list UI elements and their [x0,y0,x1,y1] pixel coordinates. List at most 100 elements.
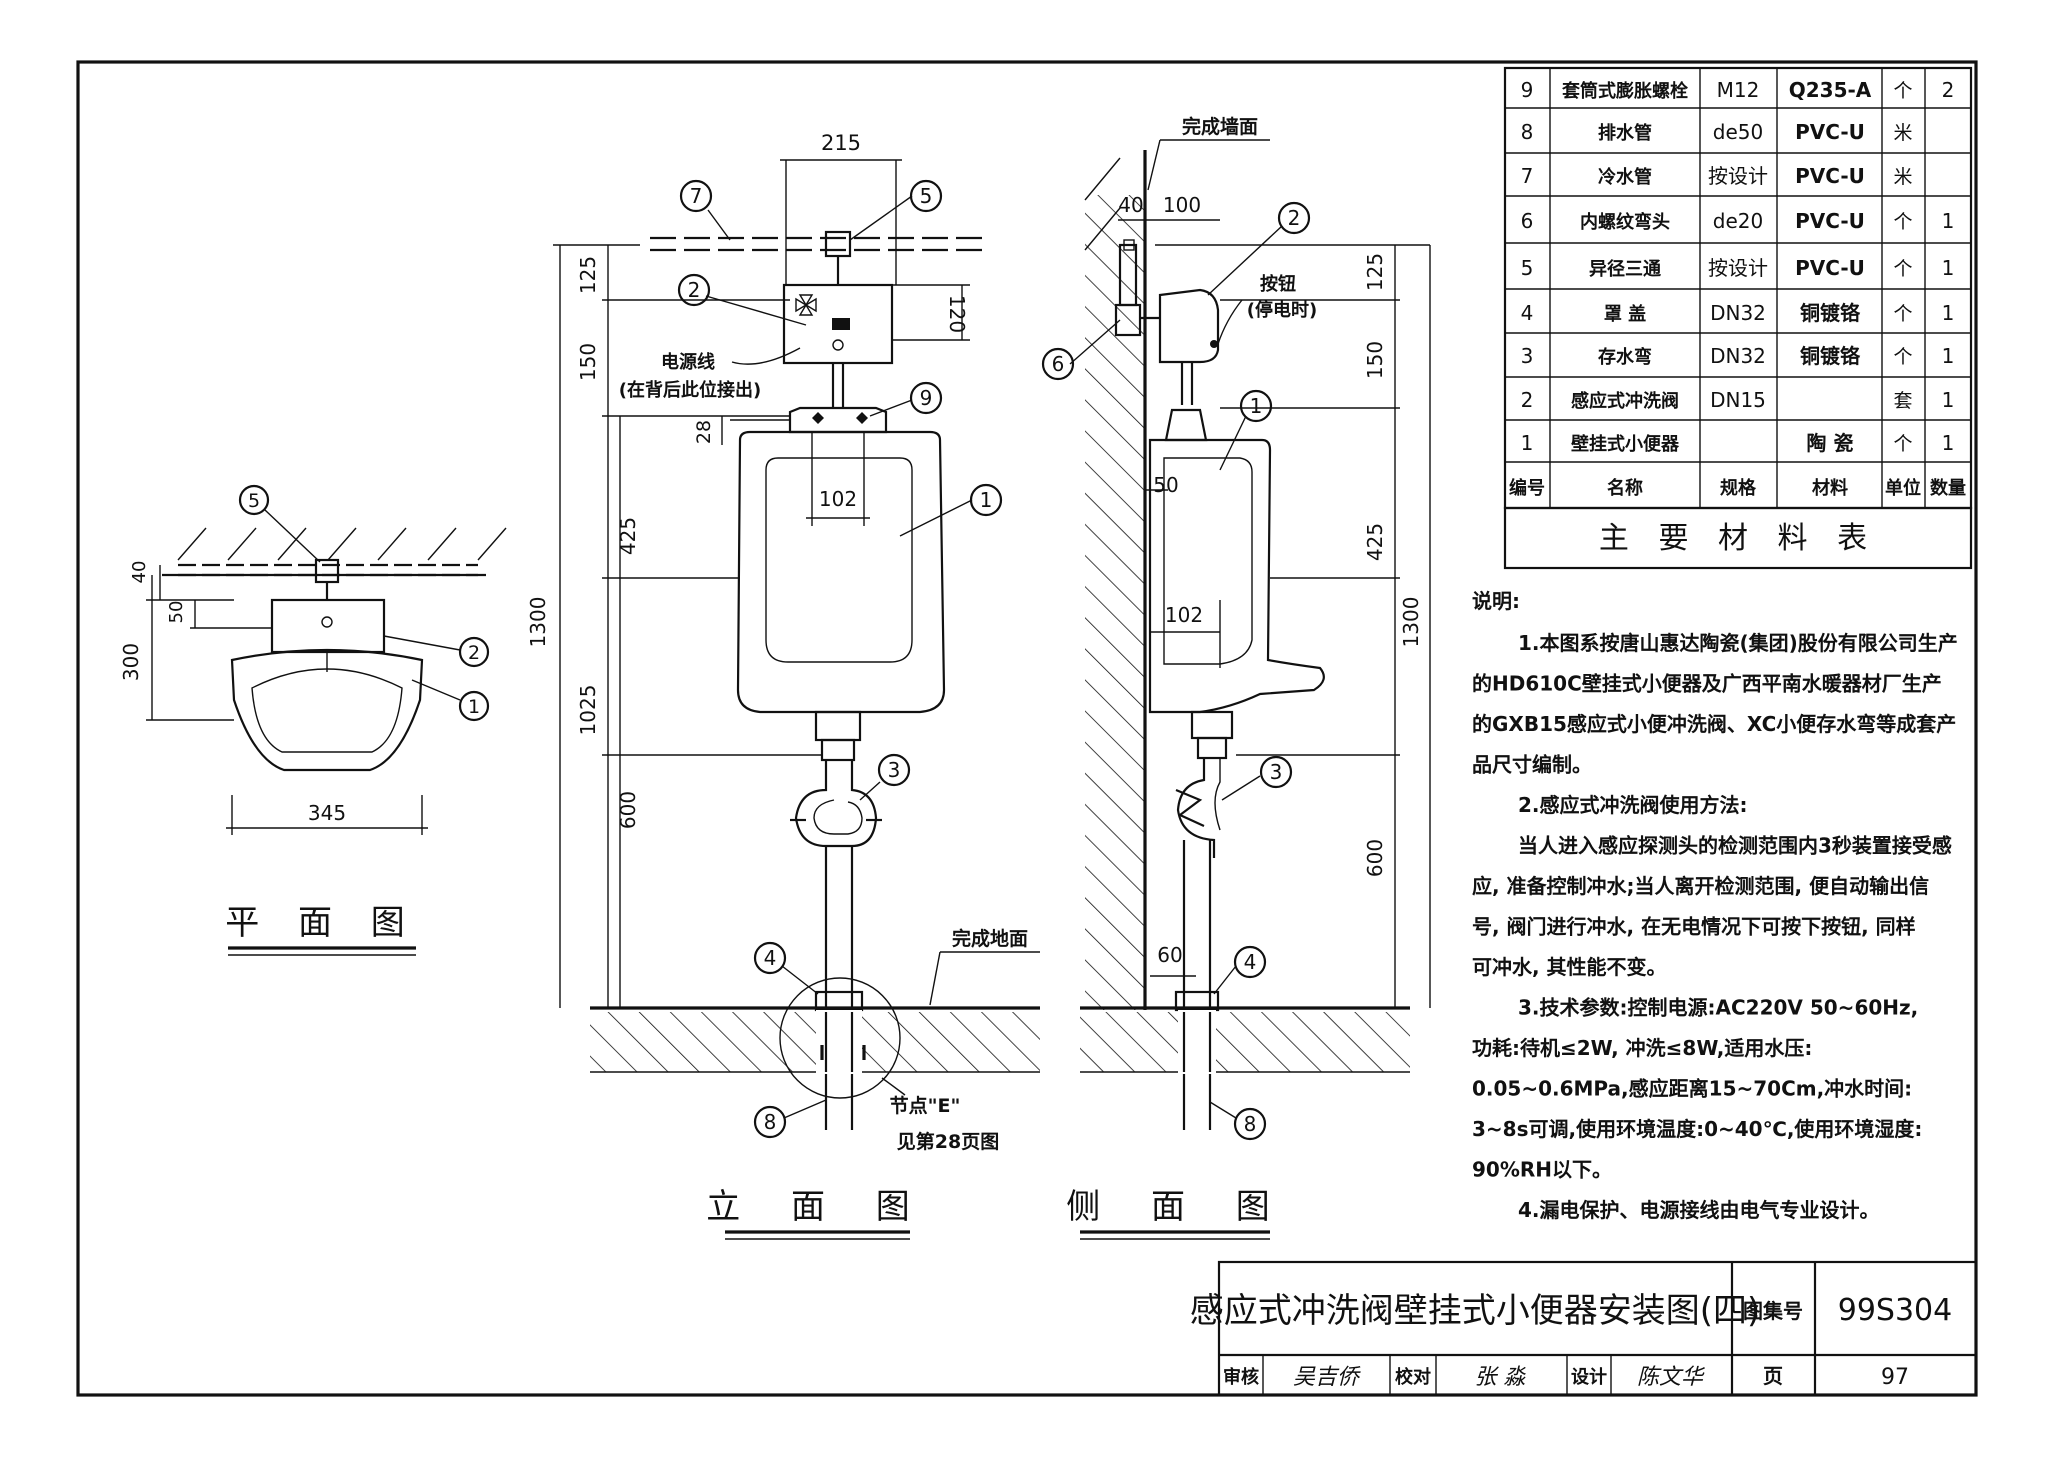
side-dim-1300: 1300 [1399,597,1423,648]
front-callout-9: 9 [920,386,933,410]
materials-table-cell: DN32 [1710,344,1766,368]
materials-table-cell: Q235-A [1789,78,1872,102]
floor-label: 完成地面 [952,927,1028,950]
materials-table-header: 规格 [1720,477,1757,499]
front-callout-4: 4 [764,946,777,970]
button-note: (停电时) [1247,299,1317,321]
notes-line: 0.05~0.6MPa,感应距离15~70Cm,冲水时间: [1472,1077,1912,1101]
check-label: 校对 [1395,1366,1431,1388]
materials-table-cell: 个 [1893,80,1912,102]
materials-table-cell: 4 [1521,301,1534,325]
notes-line: 4.漏电保护、电源接线由电气专业设计。 [1518,1198,1880,1222]
front-dim-125: 125 [576,256,600,294]
front-dim-102: 102 [819,487,857,511]
side-dim-425: 425 [1363,523,1387,561]
plan-dim-345: 345 [308,801,346,825]
front-callout-3: 3 [888,758,901,782]
materials-table-cell: 异径三通 [1589,258,1661,280]
notes-line: 1.本图系按唐山惠达陶瓷(集团)股份有限公司生产 [1518,631,1958,655]
materials-table-cell: 冷水管 [1598,166,1652,188]
notes-line: 当人进入感应探测头的检测范围内3秒装置接受感 [1518,834,1952,858]
atlas-number: 99S304 [1838,1293,1952,1328]
materials-table-cell: 6 [1521,209,1534,233]
page-number: 97 [1881,1365,1909,1390]
wall-label: 完成墙面 [1182,115,1258,138]
materials-table-cell: 感应式冲洗阀 [1571,390,1679,412]
atlas-label: 图集号 [1743,1299,1803,1323]
side-dim-600: 600 [1363,839,1387,877]
notes-line: 2.感应式冲洗阀使用方法: [1518,793,1748,817]
review-label: 审核 [1223,1366,1259,1388]
notes-line: 品尺寸编制。 [1472,753,1592,777]
materials-table-cell: 个 [1893,303,1912,325]
front-dim-120: 120 [945,295,969,333]
drawing-frame [76,60,1978,1397]
materials-table-cell: PVC-U [1795,164,1865,188]
plan-dim-40: 40 [129,561,150,584]
materials-table-caption: 主 要 材 料 表 [1599,521,1877,556]
front-callout-2: 2 [688,278,701,302]
side-callout-6: 6 [1052,352,1065,376]
side-dim-60: 60 [1157,943,1182,967]
materials-table-cell: 个 [1893,211,1912,233]
power-line-label: 电源线 [661,351,715,373]
materials-table-cell: 1 [1942,301,1955,325]
front-dim-28: 28 [693,420,715,444]
materials-table-header: 数量 [1930,477,1966,499]
materials-table-cell: 个 [1893,258,1912,280]
materials-table-cell: 个 [1893,433,1912,455]
side-dim-150: 150 [1363,341,1387,379]
front-dim-1025: 1025 [576,685,600,736]
front-dim-1300: 1300 [526,597,550,648]
notes-line: 应, 准备控制冲水;当人离开检测范围, 便自动输出信 [1472,874,1929,898]
side-view-title: 侧 面 图 [1066,1187,1290,1227]
front-view: 1300 125 150 425 1025 600 215 120 28 102… [526,131,1040,1240]
materials-table-cell: 铜镀铬 [1800,301,1861,325]
materials-table-cell: 1 [1942,344,1955,368]
materials-table-cell: 9 [1521,78,1534,102]
materials-table-cell: PVC-U [1795,256,1865,280]
side-dim-50: 50 [1153,473,1178,497]
materials-table-cell: 套筒式膨胀螺栓 [1562,80,1688,102]
plan-callout-2: 2 [468,642,480,664]
design-signature: 陈文华 [1637,1365,1706,1390]
materials-table-cell: DN15 [1710,388,1766,412]
side-dim-100: 100 [1163,193,1201,217]
side-view: 125 150 425 1300 600 40 100 50 102 60 完成… [1041,115,1431,1240]
side-dim-125: 125 [1363,253,1387,291]
materials-table-cell: 米 [1893,122,1912,144]
side-dim-102: 102 [1165,603,1203,627]
materials-table-header: 单位 [1885,477,1921,499]
materials-table-cell: 内螺纹弯头 [1580,211,1670,233]
plan-callout-5: 5 [248,490,260,512]
notes-line: 号, 阀门进行冲水, 在无电情况下可按下按钮, 同样 [1472,915,1916,939]
materials-table-cell: 7 [1521,164,1534,188]
page-label: 页 [1763,1364,1783,1388]
drawing-title: 感应式冲洗阀壁挂式小便器安装图(四) [1190,1291,1761,1331]
materials-table-cell: 套 [1893,390,1912,412]
materials-table-cell: de20 [1713,209,1763,233]
materials-table-header: 材料 [1812,477,1848,499]
materials-table-cell: 罩 盖 [1604,303,1646,325]
check-signature: 张 淼 [1475,1365,1527,1390]
notes-line: 的GXB15感应式小便冲洗阀、XC小便存水弯等成套产 [1472,712,1956,736]
plan-dim-300: 300 [119,643,143,681]
materials-table-cell: 铜镀铬 [1800,344,1861,368]
design-label: 设计 [1571,1366,1607,1388]
materials-table-cell: de50 [1713,120,1763,144]
power-line-note: (在背后此位接出) [619,379,761,401]
button-label: 按钮 [1260,273,1296,295]
notes-line: 3~8s可调,使用环境温度:0~40℃,使用环境湿度: [1472,1117,1922,1141]
materials-table-cell: 3 [1521,344,1534,368]
materials-table-header: 编号 [1509,477,1545,499]
front-dim-150: 150 [576,343,600,381]
side-dim-40: 40 [1118,193,1143,217]
materials-table-cell: 8 [1521,120,1534,144]
materials-table-cell: DN32 [1710,301,1766,325]
materials-table-cell: 1 [1942,209,1955,233]
materials-table-cell: M12 [1717,78,1760,102]
notes-line: 可冲水, 其性能不变。 [1472,955,1667,979]
materials-table-cell: 存水弯 [1598,346,1652,368]
front-callout-8: 8 [764,1110,777,1134]
front-view-title: 立 面 图 [706,1187,930,1227]
